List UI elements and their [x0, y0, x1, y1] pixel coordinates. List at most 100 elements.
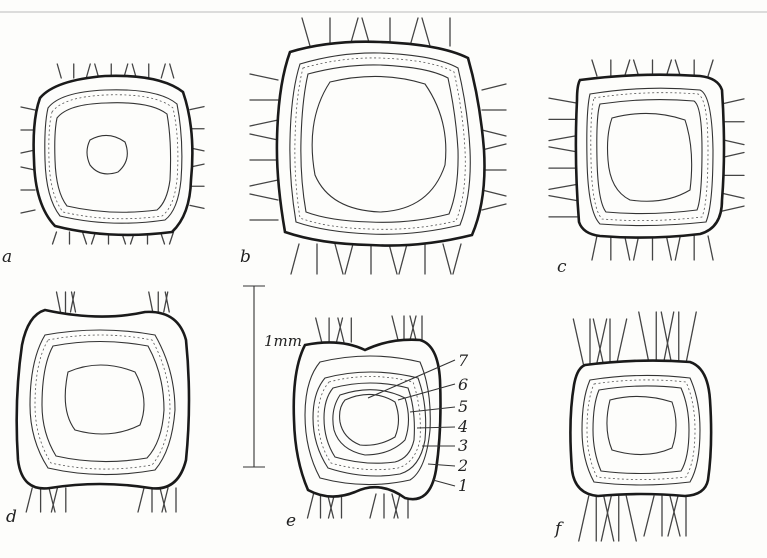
- hairs-c-hair-24: [549, 196, 577, 201]
- hairs-a-hair-20: [21, 107, 35, 110]
- hairs-e-hair-10: [308, 494, 314, 518]
- hairs-c-hair-28: [722, 140, 744, 145]
- hairs-a-hair-25: [21, 210, 35, 213]
- hairs-b-hair-20: [250, 120, 278, 126]
- hairs-e-hair-15: [370, 494, 376, 518]
- layer-label-5: 5: [458, 397, 468, 416]
- hairs-a-hair-10: [53, 232, 57, 244]
- panel-f-outline: [570, 361, 711, 496]
- panel-f: f: [553, 312, 711, 541]
- hairs-c-hair-0: [592, 60, 597, 76]
- hairs-c-hair-29: [722, 153, 744, 158]
- hairs-f-hair-15: [601, 496, 611, 541]
- hairs-a-hair-2: [86, 64, 90, 78]
- layer-label-6: 6: [458, 375, 468, 394]
- hairs-a-hair-8: [161, 64, 165, 78]
- panel-a: a: [2, 64, 204, 267]
- scale-bar: 1mm: [243, 286, 302, 467]
- hairs-b-hair-14: [399, 244, 407, 274]
- hairs-f-hair-12: [579, 496, 589, 541]
- hairs-b-hair-31: [482, 190, 506, 196]
- hairs-e-hair-5: [392, 316, 398, 340]
- hairs-f-hair-8: [664, 312, 674, 362]
- layer-label-1: 1: [458, 476, 468, 495]
- hairs-a-hair-12: [83, 232, 87, 244]
- hairs-f-hair-5: [617, 319, 627, 364]
- hairs-a-hair-26: [190, 107, 204, 110]
- hairs-b-hair-13: [389, 244, 397, 274]
- hairs-c-hair-32: [722, 206, 744, 211]
- panel-b-outline: [277, 42, 485, 246]
- hairs-c-hair-3: [634, 60, 639, 76]
- panel-d: d: [6, 292, 189, 527]
- hairs-b-hair-26: [482, 84, 506, 90]
- hairs-f-hair-0: [573, 319, 583, 364]
- layer-label-2: 2: [457, 456, 468, 475]
- hairs-c-hair-20: [549, 136, 577, 141]
- hairs-b-hair-28: [482, 130, 506, 136]
- hairs-b-hair-17: [453, 244, 461, 274]
- hairs-f-hair-18: [644, 496, 654, 536]
- hairs-b-hair-29: [482, 144, 506, 150]
- hairs-b-hair-6: [422, 18, 430, 46]
- hairs-b-hair-10: [335, 244, 343, 274]
- hairs-d-hair-0: [57, 292, 61, 312]
- panel-f-label: f: [553, 519, 564, 539]
- hairs-b-hair-24: [250, 194, 278, 200]
- hairs-c-hair-2: [625, 60, 630, 76]
- hairs-a-hair-19: [170, 232, 174, 244]
- panel-b-label: b: [240, 247, 251, 267]
- hairs-c-hair-12: [634, 236, 639, 260]
- hairs-d-hair-13: [138, 488, 144, 512]
- hairs-f-hair-17: [626, 496, 636, 541]
- hairs-c-hair-9: [592, 236, 597, 260]
- hairs-f-hair-21: [668, 496, 678, 536]
- hairs-a-hair-31: [190, 205, 204, 208]
- panel-e: 7 6 5 4 3 2 1 e: [286, 316, 469, 531]
- hairs-b-hair-5: [410, 18, 418, 46]
- hairs-b-hair-11: [345, 244, 353, 274]
- hairs-f-hair-14: [604, 496, 614, 541]
- hairs-b-hair-23: [250, 180, 278, 186]
- hairs-b-hair-0: [302, 18, 310, 46]
- hairs-b-hair-21: [250, 134, 278, 140]
- hairs-c-hair-8: [708, 60, 713, 76]
- hairs-c-hair-14: [666, 236, 671, 260]
- hairs-f-hair-11: [686, 312, 696, 362]
- hairs-a-hair-9: [170, 64, 174, 78]
- hairs-c-hair-31: [722, 193, 744, 198]
- hairs-e-hair-0: [316, 318, 322, 342]
- hairs-e-hair-3: [338, 318, 344, 342]
- hairs-d-hair-8: [26, 488, 32, 512]
- layer-label-3: 3: [458, 436, 468, 455]
- panel-a-label: a: [2, 247, 12, 267]
- panel-d-label: d: [6, 507, 17, 527]
- hairs-f-hair-9: [661, 312, 671, 362]
- scale-bar-label: 1mm: [264, 332, 302, 350]
- hairs-a-hair-0: [57, 64, 61, 78]
- hairs-c-hair-23: [549, 184, 577, 189]
- hairs-c-hair-21: [549, 147, 577, 152]
- hairs-b-hair-32: [482, 204, 506, 210]
- hairs-b-hair-16: [443, 244, 451, 274]
- hairs-a-hair-23: [21, 167, 35, 170]
- hairs-c-hair-26: [722, 99, 744, 104]
- hairs-d-hair-4: [149, 292, 153, 312]
- panel-e-label: e: [286, 511, 296, 531]
- panel-c: c: [549, 60, 744, 277]
- panel-b: b: [240, 18, 506, 274]
- layer-label-7: 7: [458, 351, 469, 370]
- hairs-f-hair-20: [670, 496, 680, 536]
- hairs-b-hair-8: [291, 244, 299, 274]
- hairs-f-hair-6: [639, 312, 649, 362]
- hairs-c-hair-11: [625, 236, 630, 260]
- hairs-b-hair-18: [250, 74, 278, 80]
- hairs-c-hair-18: [549, 98, 577, 103]
- panel-c-label: c: [557, 257, 567, 277]
- hairs-e-hair-2: [337, 318, 343, 342]
- hairs-c-hair-15: [675, 236, 680, 260]
- layer-label-4: 4: [457, 417, 468, 436]
- hairs-c-hair-17: [708, 236, 713, 260]
